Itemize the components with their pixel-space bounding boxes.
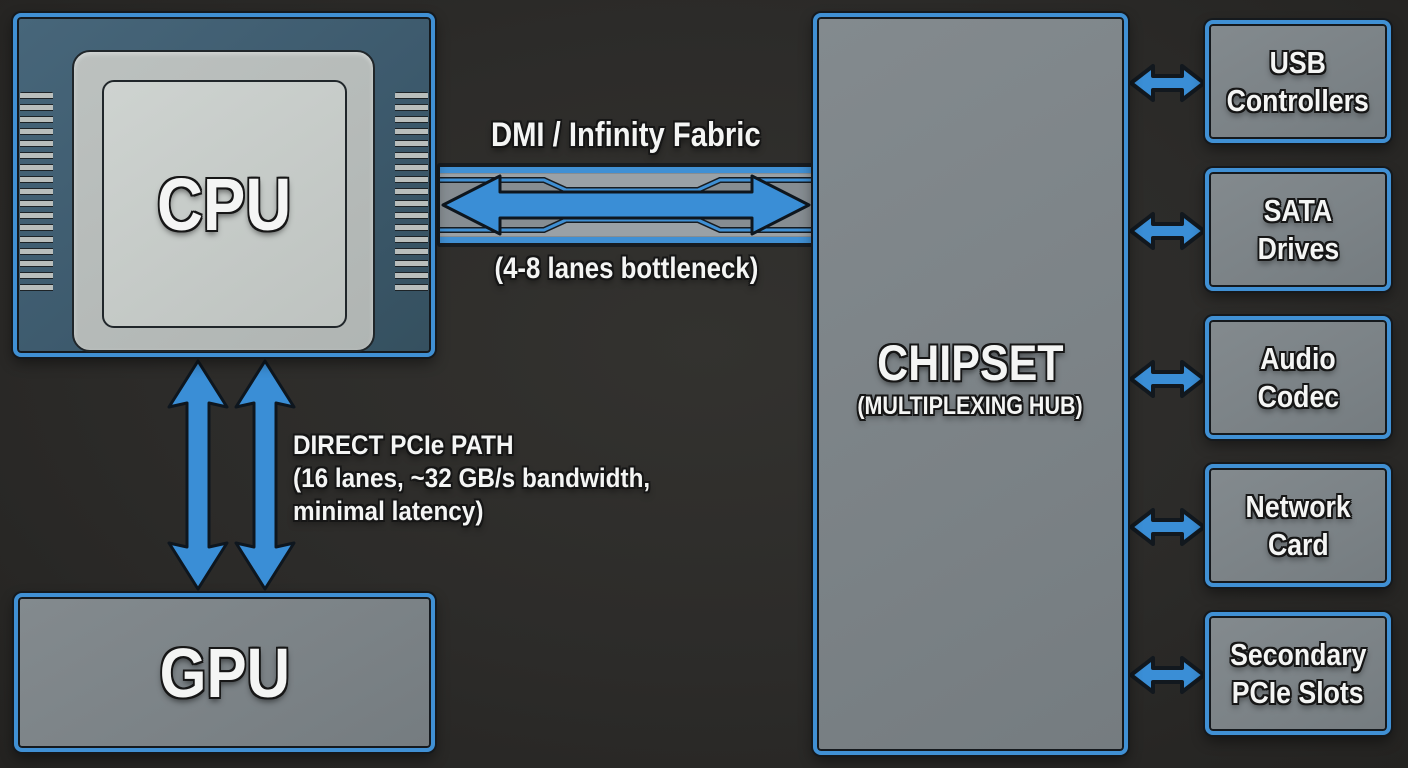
dmi-bottleneck-bottom-line	[440, 218, 812, 232]
peripheral-label-line2: Controllers	[1226, 82, 1370, 118]
peripheral-box-network-card: Network Card	[1205, 464, 1391, 587]
peripheral-label-line2: Codec	[1257, 378, 1339, 414]
chipset-block: CHIPSET (MULTIPLEXING HUB)	[813, 13, 1128, 755]
chipset-subtitle: (MULTIPLEXING HUB)	[857, 392, 1084, 420]
peripheral-box-sata-drives: SATA Drives	[1205, 168, 1391, 291]
chipset-usb-arrow-icon	[1129, 64, 1206, 102]
cpu-pins-right	[395, 92, 428, 296]
peripheral-box-usb-controllers: USB Controllers	[1205, 20, 1391, 143]
gpu-label: GPU	[159, 633, 290, 712]
chipset-label-group: CHIPSET (MULTIPLEXING HUB)	[817, 337, 1124, 423]
pcie-updown-arrow-right-icon	[234, 359, 296, 591]
chipset-network-arrow-icon	[1129, 508, 1206, 546]
peripheral-label-line1: USB	[1269, 44, 1327, 80]
chipset-audio-arrow-icon	[1129, 360, 1206, 398]
pcie-path-annotation: DIRECT PCIe PATH (16 lanes, ~32 GB/s ban…	[293, 429, 690, 528]
dmi-channel	[437, 163, 815, 247]
dmi-channel-top-edge	[440, 167, 812, 173]
chipset-title: CHIPSET	[877, 335, 1064, 391]
pcie-path-line2: (16 lanes, ~32 GB/s bandwidth,	[293, 463, 651, 493]
cpu-label: CPU	[157, 162, 292, 246]
chipset-sata-arrow-icon	[1129, 212, 1206, 250]
peripheral-label-line2: Drives	[1257, 230, 1339, 266]
pcie-updown-arrow-left-icon	[167, 359, 229, 591]
peripheral-label-line1: SATA	[1263, 192, 1333, 228]
dmi-bottleneck-top-line	[440, 178, 812, 192]
dmi-note-text: (4-8 lanes bottleneck)	[494, 252, 758, 285]
dmi-note: (4-8 lanes bottleneck)	[437, 252, 815, 286]
peripheral-label-line2: Card	[1267, 526, 1329, 562]
dmi-title: DMI / Infinity Fabric	[437, 116, 815, 155]
dmi-channel-bottom-edge	[440, 237, 812, 243]
peripheral-label-line1: Secondary	[1229, 636, 1367, 672]
peripheral-box-audio-codec: Audio Codec	[1205, 316, 1391, 439]
gpu-block: GPU	[14, 593, 435, 752]
pcie-path-line3: minimal latency)	[293, 496, 484, 526]
peripheral-label-line1: Audio	[1260, 340, 1336, 376]
pcie-path-line1: DIRECT PCIe PATH	[293, 430, 514, 460]
peripheral-box-secondary-pcie-slots: Secondary PCIe Slots	[1205, 612, 1391, 735]
dmi-title-text: DMI / Infinity Fabric	[491, 116, 761, 154]
chipset-pcie-slots-arrow-icon	[1129, 656, 1206, 694]
peripheral-label-line2: PCIe Slots	[1232, 674, 1364, 710]
peripheral-label-line1: Network	[1245, 488, 1351, 524]
cpu-die: CPU	[102, 80, 347, 328]
cpu-pins-left	[20, 92, 53, 296]
dmi-bidirectional-arrow-icon	[441, 174, 811, 236]
